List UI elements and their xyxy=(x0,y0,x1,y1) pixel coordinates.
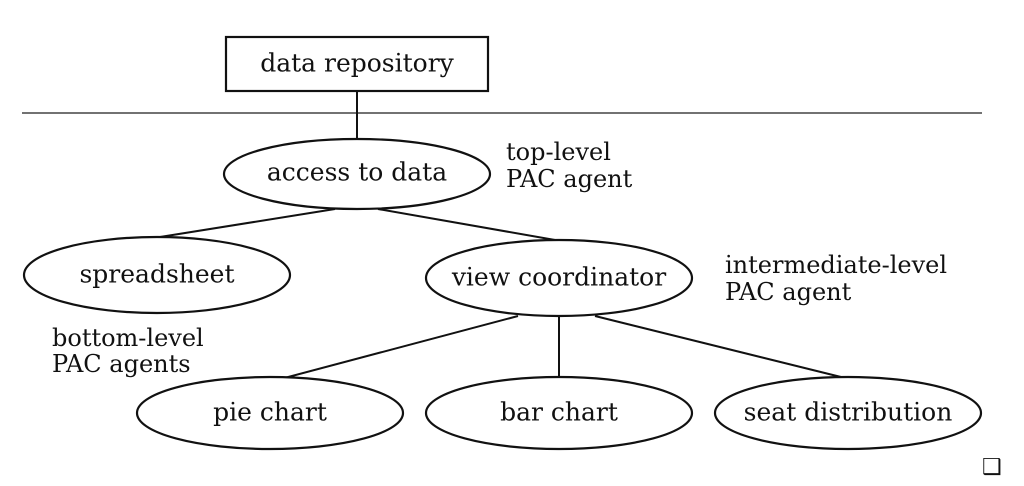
node-access-to-data: access to data xyxy=(222,137,492,211)
pie-ellipse xyxy=(135,375,405,451)
node-spreadsheet: spreadsheet xyxy=(22,235,292,315)
bar-label: bar chart xyxy=(500,398,618,427)
node-view-coordinator: view coordinator xyxy=(424,238,694,318)
seat-ellipse xyxy=(713,375,983,451)
spreadsheet-label: spreadsheet xyxy=(79,260,234,289)
node-bar-chart: bar chart xyxy=(424,375,694,451)
pie-label: pie chart xyxy=(213,398,327,427)
coordinator-label: view coordinator xyxy=(451,263,666,292)
access-ellipse xyxy=(222,137,492,211)
node-seat-distribution: seat distribution xyxy=(713,375,983,451)
edge-access-coordinator xyxy=(377,208,556,241)
annotation-top-level-line1: top-level xyxy=(506,138,611,166)
node-data-repository: data repository xyxy=(224,35,490,93)
edge-access-spreadsheet xyxy=(159,208,336,238)
repository-label: data repository xyxy=(260,49,454,78)
bar-ellipse xyxy=(424,375,694,451)
end-mark-icon: ❑ xyxy=(982,455,1002,480)
annotation-bottom-line1: bottom-level xyxy=(52,324,204,352)
annotation-top-level: top-level PAC agent xyxy=(506,138,633,193)
annotation-intermediate-level: intermediate-level PAC agent xyxy=(725,251,947,306)
annotation-intermediate-line1: intermediate-level xyxy=(725,251,947,279)
seat-label: seat distribution xyxy=(744,398,953,427)
node-pie-chart: pie chart xyxy=(135,375,405,451)
edge-coordinator-pie xyxy=(257,315,519,386)
annotation-intermediate-line2: PAC agent xyxy=(725,278,852,306)
annotation-bottom-line2: PAC agents xyxy=(52,350,191,378)
spreadsheet-ellipse xyxy=(22,235,292,315)
access-label: access to data xyxy=(267,158,447,187)
annotation-bottom-level: bottom-level PAC agents xyxy=(52,324,204,378)
repository-box xyxy=(224,35,490,93)
annotation-top-level-line2: PAC agent xyxy=(506,165,633,193)
edge-coordinator-seat xyxy=(594,315,846,379)
coordinator-ellipse xyxy=(424,238,694,318)
